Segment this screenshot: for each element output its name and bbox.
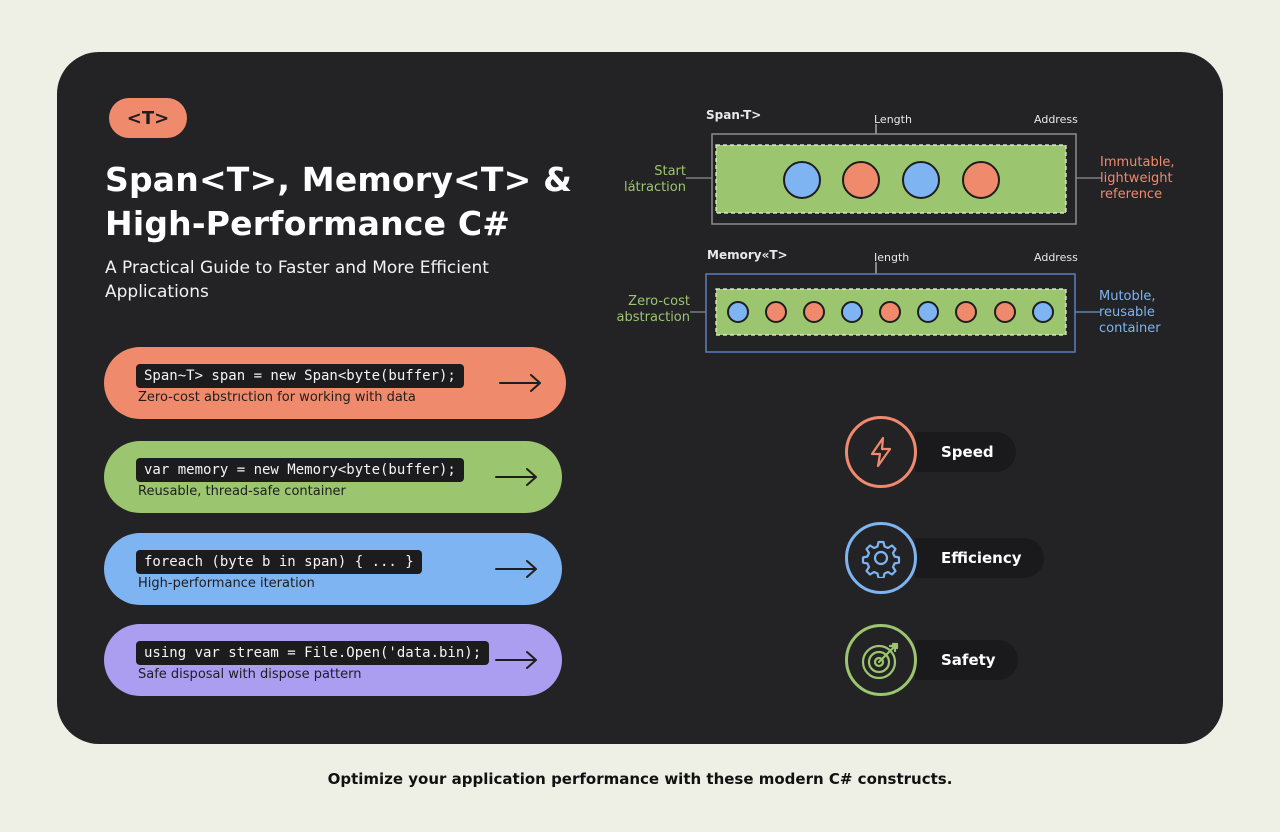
span-left-label: Start látraction (623, 164, 686, 195)
memory-right-label: Mutoble, reusable container (1099, 289, 1161, 336)
lightning-icon (870, 436, 892, 468)
safety-ring (845, 624, 917, 696)
arrow-right-icon (495, 651, 537, 669)
memory-element (765, 301, 787, 323)
memory-element (841, 301, 863, 323)
memory-diagram (690, 262, 1100, 353)
page-subtitle: A Practical Guide to Faster and More Eff… (105, 258, 489, 302)
feature-efficiency: Efficiency (915, 538, 1044, 578)
memory-diagram-title: Memory«T> (707, 248, 788, 262)
iteration-code-snippet: foreach (byte b in span) { ... } (136, 550, 422, 574)
span-element (902, 161, 940, 199)
span-code-snippet: Span~T> span = new Span<byte(buffer); (136, 364, 464, 388)
arrow-right-icon (495, 560, 537, 578)
iteration-card-description: High-performance iteration (138, 576, 315, 591)
feature-safety-label: Safety (941, 651, 996, 669)
memory-element (1032, 301, 1054, 323)
page-title: Span<T>, Memory<T> & High-Performance C# (105, 160, 573, 243)
efficiency-ring (845, 522, 917, 594)
span-frame (711, 133, 1077, 225)
feature-speed: Speed (915, 432, 1016, 472)
memory-element (879, 301, 901, 323)
memory-address-label: Address (1034, 251, 1078, 264)
speed-ring (845, 416, 917, 488)
arrow-right-icon (495, 468, 537, 486)
memory-card[interactable]: var memory = new Memory<byte(buffer); Re… (104, 441, 562, 513)
iteration-card[interactable]: foreach (byte b in span) { ... } High-pe… (104, 533, 562, 605)
dispose-card-description: Safe disposal with dispose pattern (138, 667, 362, 682)
footer-caption: Optimize your application performance wi… (327, 770, 953, 788)
gear-icon (861, 540, 901, 578)
span-diagram (686, 124, 1102, 225)
span-address-label: Address (1034, 113, 1078, 126)
span-right-label: Immutable, lightweight reference (1100, 155, 1175, 202)
span-element (783, 161, 821, 199)
memory-element (994, 301, 1016, 323)
memory-element (917, 301, 939, 323)
feature-efficiency-label: Efficiency (941, 549, 1022, 567)
span-element (842, 161, 880, 199)
generic-badge: <T> (109, 98, 187, 138)
span-card[interactable]: Span~T> span = new Span<byte(buffer); Ze… (104, 347, 566, 419)
dispose-code-snippet: using var stream = File.Open('data.bin); (136, 641, 490, 665)
feature-speed-label: Speed (941, 443, 994, 461)
memory-element (727, 301, 749, 323)
memory-element (803, 301, 825, 323)
span-card-description: Zero-cost abstrıction for working with d… (138, 390, 416, 405)
memory-frame (705, 273, 1076, 353)
memory-length-label: Iength (874, 251, 910, 264)
memory-left-label: Zero-cost abstraction (616, 294, 690, 325)
span-length-label: Length (874, 113, 912, 126)
span-buffer (715, 144, 1067, 214)
feature-safety: Safety (915, 640, 1018, 680)
memory-code-snippet: var memory = new Memory<byte(buffer); (136, 458, 464, 482)
span-element (962, 161, 1000, 199)
target-icon (861, 642, 899, 680)
span-diagram-title: Span-T> (706, 108, 762, 122)
memory-card-description: Reusable, thread-safe container (138, 484, 346, 499)
arrow-right-icon (499, 374, 541, 392)
dispose-card[interactable]: using var stream = File.Open('data.bin);… (104, 624, 562, 696)
memory-element (955, 301, 977, 323)
